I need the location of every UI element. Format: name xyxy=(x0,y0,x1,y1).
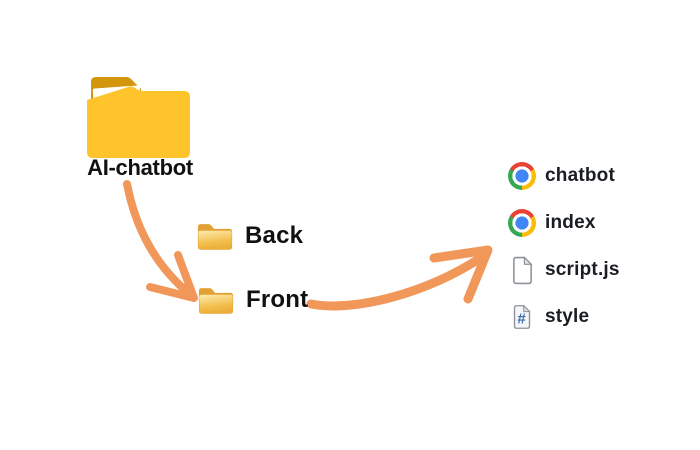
chrome-icon xyxy=(508,162,536,190)
file-icon-box: # xyxy=(508,302,536,332)
root-folder-icon xyxy=(87,77,190,158)
file-row-scriptjs: script.js xyxy=(508,255,620,285)
css-hash-file-icon: # xyxy=(513,304,531,329)
file-icon-box xyxy=(508,255,536,285)
file-row-index: index xyxy=(508,208,596,238)
chrome-icon xyxy=(508,209,536,237)
hash-glyph: # xyxy=(517,310,526,327)
back-folder-label: Back xyxy=(245,221,304,249)
front-folder-label: Front xyxy=(246,285,309,313)
subfolder-row-back: Back xyxy=(196,220,303,251)
subfolder-row-front: Front xyxy=(197,284,308,315)
file-label-chatbot: chatbot xyxy=(545,165,616,186)
file-label-index: index xyxy=(545,212,596,233)
file-row-chatbot: chatbot xyxy=(508,161,615,191)
root-to-front-arrow-icon xyxy=(123,180,198,302)
front-to-files-arrow-icon xyxy=(306,245,493,311)
file-icon-box xyxy=(508,161,536,191)
file-row-style: # style xyxy=(508,302,589,332)
back-folder-icon xyxy=(197,224,233,250)
blank-file-icon xyxy=(512,255,533,284)
root-folder-label: AI-chatbot xyxy=(87,155,193,180)
file-label-scriptjs: script.js xyxy=(545,259,620,280)
front-folder-icon xyxy=(198,288,234,314)
file-label-style: style xyxy=(545,306,590,327)
file-icon-box xyxy=(508,208,536,238)
